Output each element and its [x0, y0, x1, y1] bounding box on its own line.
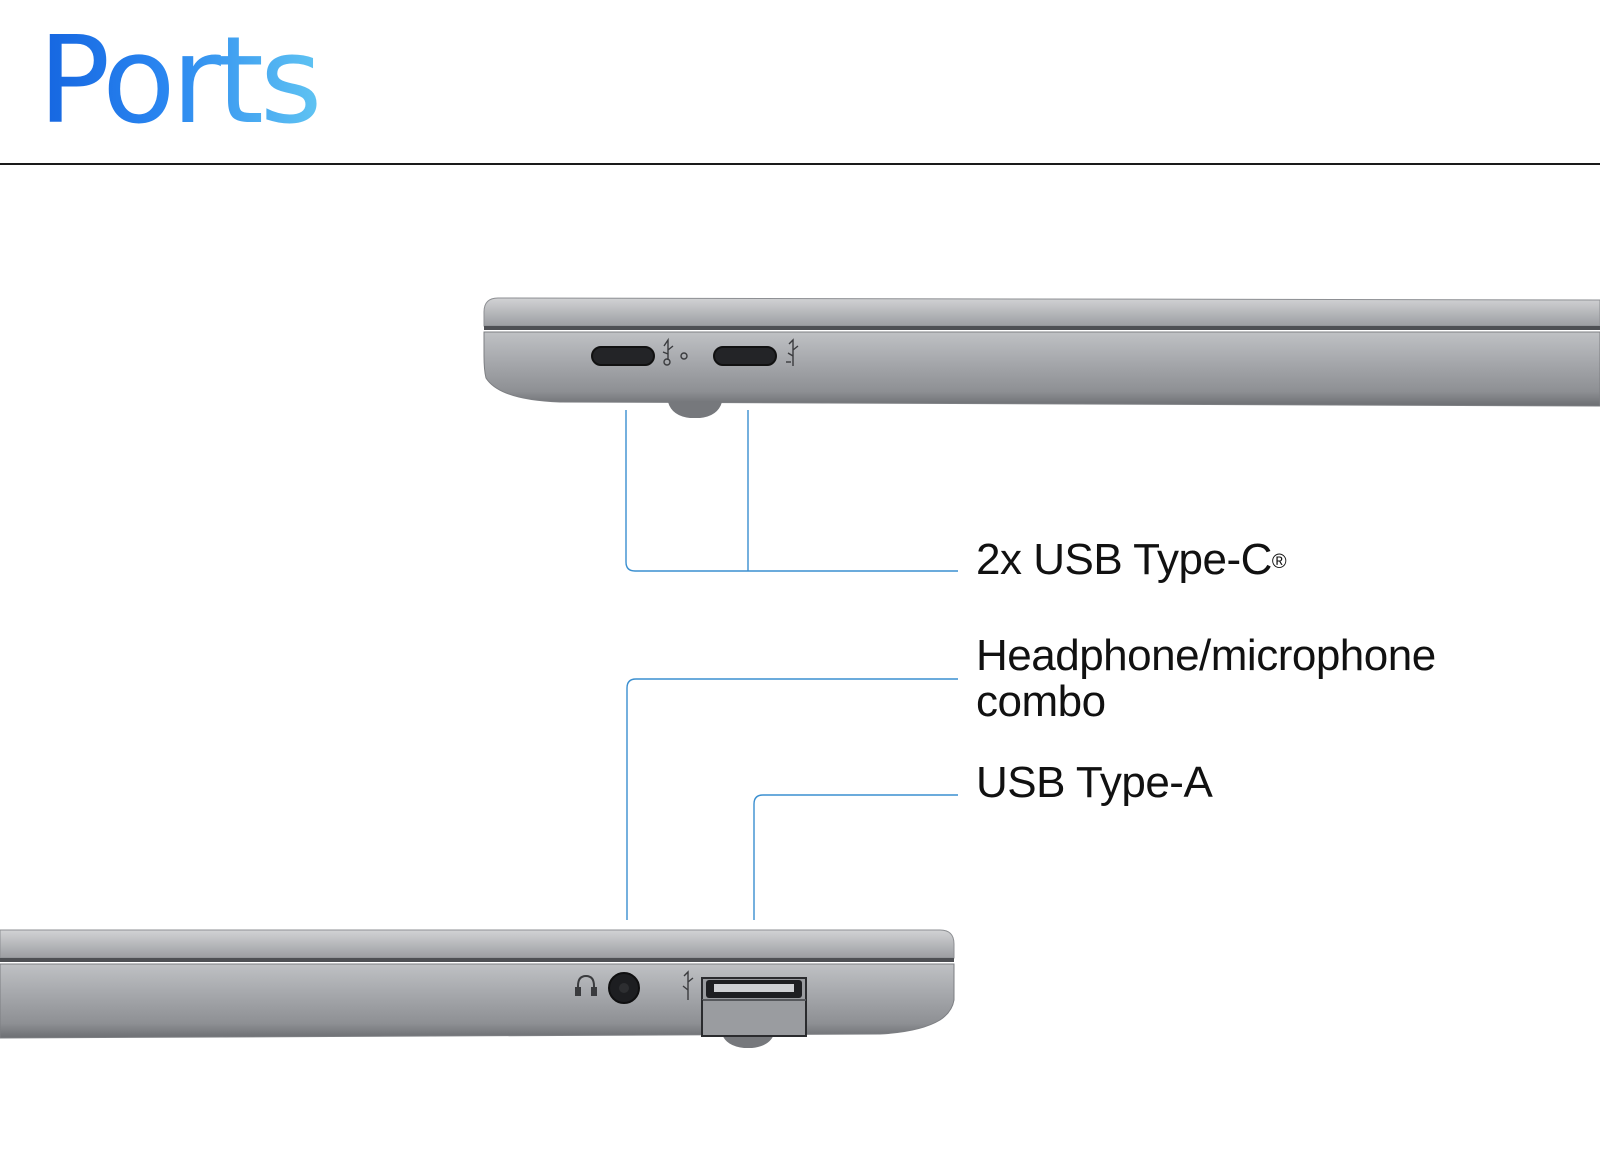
usb-c-callout-line — [625, 410, 958, 572]
usb-c-label-text: 2x USB Type-C — [976, 535, 1272, 584]
page-title: Ports — [38, 10, 322, 154]
usb-a-label: USB Type-A — [976, 758, 1213, 807]
title-divider — [0, 163, 1600, 165]
usb-a-port — [701, 977, 807, 1037]
thunderbolt-40-usb-icon — [662, 337, 674, 366]
laptop-right-side — [0, 929, 955, 1048]
superspeed-10-usb-icon — [786, 338, 799, 366]
usb-a-callout-line — [753, 794, 958, 920]
audio-label-line1: Headphone/microphone — [976, 631, 1436, 680]
headphone-icon — [575, 974, 597, 996]
charging-led — [680, 352, 688, 360]
audio-callout-line — [626, 678, 958, 920]
superspeed-5-usb-icon — [682, 970, 694, 1000]
registered-mark: ® — [1271, 551, 1287, 573]
callout-lines — [625, 410, 958, 920]
usb-c-label: 2x USB Type-C® — [976, 535, 1287, 584]
audio-label-line2: combo — [976, 677, 1106, 726]
usb-c-port — [591, 346, 655, 366]
usb-c-port — [713, 346, 777, 366]
laptop-left-side — [483, 297, 1600, 418]
